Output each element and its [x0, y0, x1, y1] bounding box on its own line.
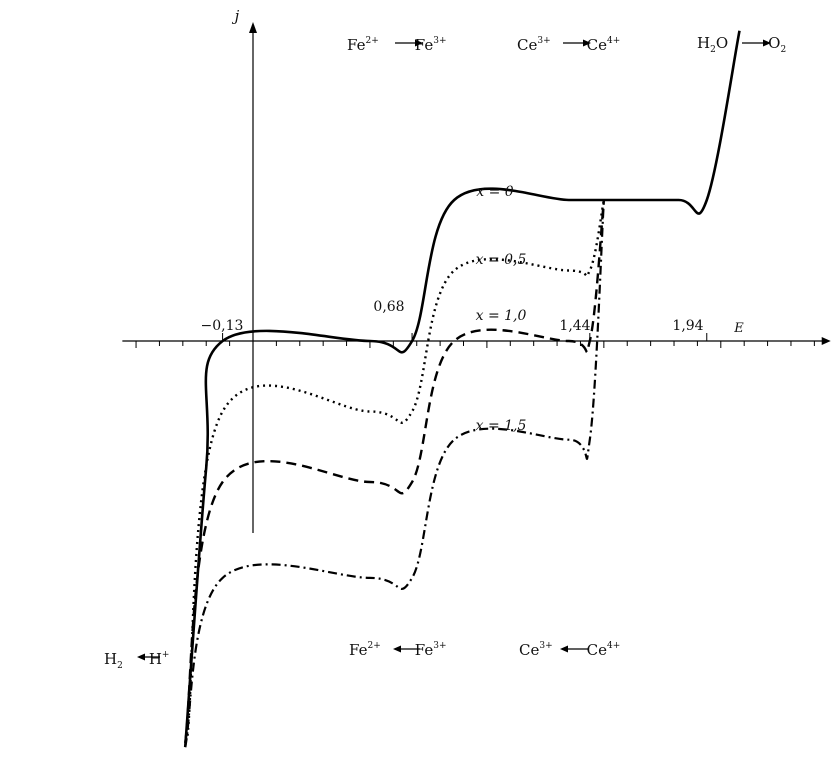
arrow-ce-oxidation — [563, 39, 591, 47]
x-axis-label: E — [733, 321, 744, 336]
x-tick-label-068: 0,68 — [373, 299, 404, 315]
reaction-fe-oxidation: Fe2+Fe3+ — [347, 36, 447, 54]
arrow-fe-oxidation — [395, 39, 423, 47]
curve-x0 — [183, 30, 741, 748]
x-tick-label-neg013: −0,13 — [201, 318, 244, 334]
curve-x05 — [186, 199, 606, 736]
axes — [122, 22, 831, 533]
curve-label-x0: x = 0 — [476, 184, 514, 200]
y-axis-arrowhead — [249, 22, 257, 33]
reaction-ce-reduction: Ce3+Ce4+ — [519, 641, 620, 659]
curve-x10 — [184, 199, 606, 744]
arrow-fe-reduction — [393, 645, 420, 653]
reaction-fe-reduction: Fe2+Fe3+ — [349, 641, 447, 659]
x-tick-label-194: 1,94 — [672, 318, 703, 334]
curves — [183, 30, 741, 748]
curve-label-x15: x = 1,5 — [476, 418, 527, 434]
y-axis-label: j — [232, 7, 240, 25]
curve-x15 — [184, 199, 605, 748]
arrow-ce-reduction — [560, 645, 588, 653]
curve-label-x05: x = 0,5 — [476, 252, 527, 268]
curve-label-x10: x = 1,0 — [476, 308, 527, 324]
labels: j E −0,13 0,68 1,44 1,94 x = 0 x = 0,5 x… — [201, 7, 745, 434]
reaction-ce-oxidation: Ce3+Ce4+ — [517, 36, 620, 54]
x-axis-arrowhead — [821, 337, 831, 345]
arrow-water-oxidation — [742, 39, 771, 47]
x-tick-label-144: 1,44 — [559, 318, 590, 334]
arrow-hydrogen-evolution — [137, 653, 160, 661]
